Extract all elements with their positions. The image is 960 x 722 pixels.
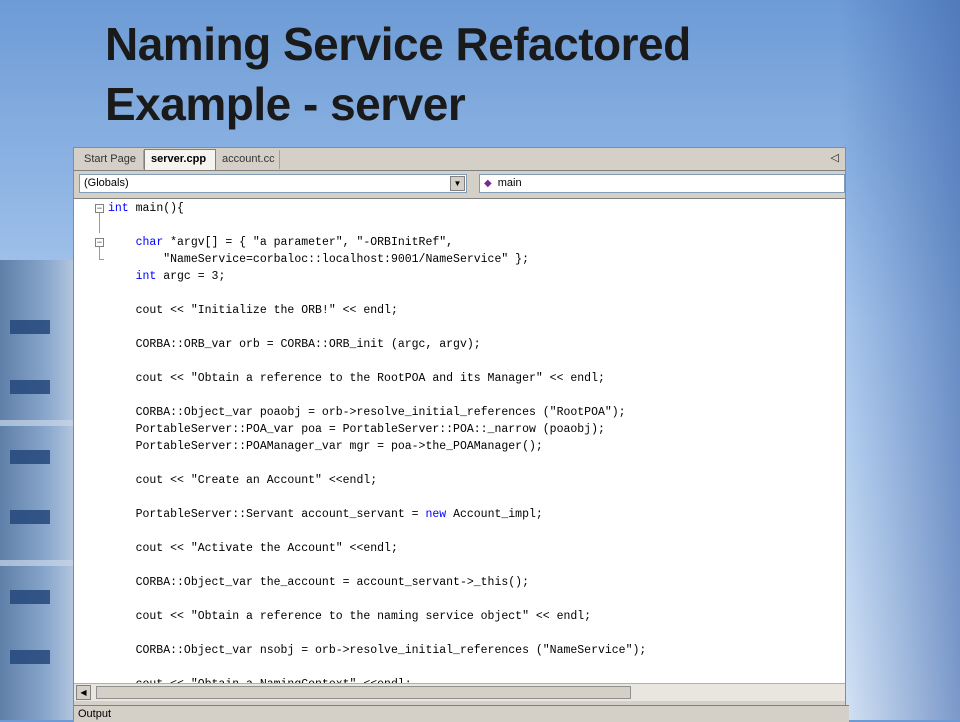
code-keyword: new bbox=[425, 508, 447, 521]
member-dropdown-value: main bbox=[497, 177, 522, 189]
code-text bbox=[108, 270, 136, 283]
code-text: cout << "Obtain a reference to the namin… bbox=[108, 610, 592, 623]
code-line: cout << "Activate the Account" <<endl; bbox=[108, 540, 398, 557]
code-line: cout << "Obtain a reference to the RootP… bbox=[108, 370, 605, 387]
tab-scroll-left-icon[interactable]: ◁ bbox=[830, 152, 839, 164]
ide-window: Start Page server.cpp account.cc ◁ (Glob… bbox=[73, 147, 849, 722]
tab-account-cc[interactable]: account.cc bbox=[216, 150, 280, 169]
code-line: PortableServer::Servant account_servant … bbox=[108, 506, 543, 523]
building-window bbox=[10, 650, 50, 664]
code-line: cout << "Obtain a NamingContext" <<endl; bbox=[108, 676, 412, 684]
code-line: PortableServer::POA_var poa = PortableSe… bbox=[108, 421, 605, 438]
code-keyword: char bbox=[135, 236, 164, 249]
code-text: CORBA::Object_var nsobj = orb->resolve_i… bbox=[108, 644, 647, 657]
horizontal-scrollbar[interactable]: ◀ bbox=[74, 683, 845, 701]
code-text: cout << "Obtain a NamingContext" <<endl; bbox=[108, 678, 412, 684]
code-text: CORBA::ORB_var orb = CORBA::ORB_init (ar… bbox=[108, 338, 481, 351]
code-line: CORBA::Object_var nsobj = orb->resolve_i… bbox=[108, 642, 647, 659]
background-building bbox=[0, 260, 78, 720]
fold-guide-line bbox=[99, 247, 100, 259]
code-text: "NameService=corbaloc::localhost:9001/Na… bbox=[108, 253, 529, 266]
building-window bbox=[10, 450, 50, 464]
tab-server-cpp[interactable]: server.cpp bbox=[144, 149, 216, 170]
code-text: Account_impl; bbox=[446, 508, 543, 521]
code-text: PortableServer::POA_var poa = PortableSe… bbox=[108, 423, 605, 436]
code-line: cout << "Initialize the ORB!" << endl; bbox=[108, 302, 398, 319]
code-line: CORBA::ORB_var orb = CORBA::ORB_init (ar… bbox=[108, 336, 481, 353]
code-text: main(){ bbox=[128, 202, 184, 215]
code-line: char *argv[] = { "a parameter", "-ORBIni… bbox=[108, 234, 453, 251]
code-text: cout << "Activate the Account" <<endl; bbox=[108, 542, 398, 555]
code-line: int argc = 3; bbox=[108, 268, 226, 285]
code-keyword: int bbox=[108, 202, 129, 215]
navigation-bar: (Globals) ▼ ◆ main bbox=[74, 171, 845, 197]
code-text: cout << "Initialize the ORB!" << endl; bbox=[108, 304, 398, 317]
code-text: argc = 3; bbox=[156, 270, 226, 283]
code-line: CORBA::Object_var the_account = account_… bbox=[108, 574, 529, 591]
building-window bbox=[10, 510, 50, 524]
dropdown-arrow-icon[interactable]: ▼ bbox=[450, 176, 465, 191]
scrollbar-thumb[interactable] bbox=[96, 686, 631, 699]
code-line: "NameService=corbaloc::localhost:9001/Na… bbox=[108, 251, 529, 268]
slide-title: Naming Service Refactored Example - serv… bbox=[105, 14, 691, 134]
building-band bbox=[0, 420, 78, 426]
background-glow bbox=[840, 0, 960, 720]
code-keyword: int bbox=[135, 270, 157, 283]
scope-dropdown-value: (Globals) bbox=[84, 177, 129, 189]
scroll-left-icon[interactable]: ◀ bbox=[76, 685, 91, 700]
code-text: *argv[] = { "a parameter", "-ORBInitRef"… bbox=[163, 236, 454, 249]
code-text: PortableServer::POAManager_var mgr = poa… bbox=[108, 440, 543, 453]
code-text: cout << "Obtain a reference to the RootP… bbox=[108, 372, 605, 385]
code-text: CORBA::Object_var the_account = account_… bbox=[108, 576, 529, 589]
fold-guide-end bbox=[99, 259, 104, 260]
code-text: PortableServer::Servant account_servant … bbox=[108, 508, 426, 521]
fold-toggle-icon[interactable]: − bbox=[95, 203, 104, 213]
code-line: PortableServer::POAManager_var mgr = poa… bbox=[108, 438, 543, 455]
slide-title-line2: Example - server bbox=[105, 78, 466, 130]
code-line: cout << "Obtain a reference to the namin… bbox=[108, 608, 592, 625]
editor-tab-bar: Start Page server.cpp account.cc ◁ bbox=[74, 148, 845, 171]
building-window bbox=[10, 380, 50, 394]
code-line: int main(){ bbox=[108, 200, 184, 217]
code-editor[interactable]: int main(){− char *argv[] = { "a paramet… bbox=[74, 198, 845, 684]
code-text: CORBA::Object_var poaobj = orb->resolve_… bbox=[108, 406, 626, 419]
fold-guide-line bbox=[99, 213, 100, 233]
building-window bbox=[10, 590, 50, 604]
code-line: cout << "Create an Account" <<endl; bbox=[108, 472, 378, 489]
scope-dropdown[interactable]: (Globals) ▼ bbox=[79, 174, 467, 193]
method-icon: ◆ bbox=[484, 178, 492, 189]
code-text: cout << "Create an Account" <<endl; bbox=[108, 474, 378, 487]
building-window bbox=[10, 320, 50, 334]
editor-gutter bbox=[74, 199, 92, 684]
tab-start-page[interactable]: Start Page bbox=[78, 150, 144, 169]
code-text bbox=[108, 236, 136, 249]
fold-toggle-icon[interactable]: − bbox=[95, 237, 104, 247]
building-band bbox=[0, 560, 78, 566]
slide-title-line1: Naming Service Refactored bbox=[105, 18, 691, 70]
output-panel-label[interactable]: Output bbox=[74, 705, 849, 722]
member-dropdown[interactable]: ◆ main bbox=[479, 174, 845, 193]
code-line: CORBA::Object_var poaobj = orb->resolve_… bbox=[108, 404, 626, 421]
